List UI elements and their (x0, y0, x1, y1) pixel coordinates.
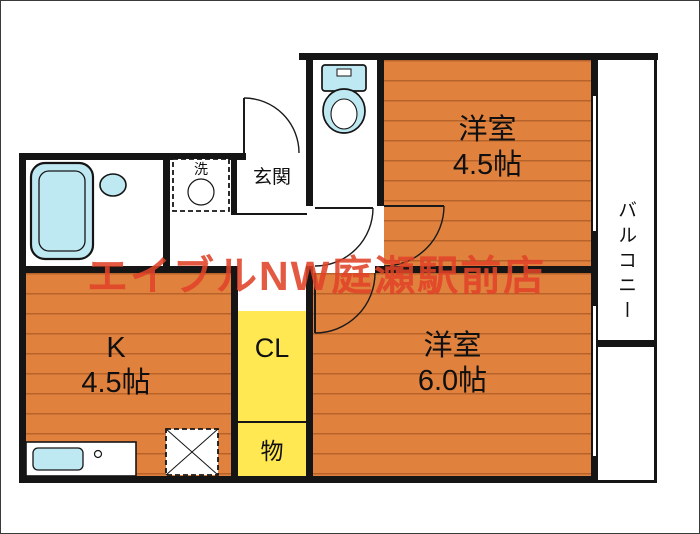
wall-bottom (19, 476, 598, 483)
wall-toilet-right (377, 53, 384, 206)
wall-left (19, 153, 26, 483)
wall-toilet-left (306, 53, 313, 206)
balcony-partition (598, 340, 656, 347)
wall-kitchen-closet (231, 266, 238, 483)
kitchen-label: K 4.5帖 (41, 331, 191, 402)
storage-area (238, 423, 306, 476)
wall-right-b (591, 231, 598, 306)
watermark-text: エイブルNW庭瀬駅前店 (87, 253, 547, 299)
wall-bath-divider (163, 153, 170, 273)
genkan-label: 玄関 (252, 167, 291, 188)
kitchen-name: K (106, 332, 126, 364)
toilet-icon (321, 64, 367, 134)
closet-storage-divider (238, 421, 306, 423)
room-western-6-0-label: 洋室 6.0帖 (356, 329, 549, 400)
balcony-label: バルコニー (615, 199, 637, 325)
wall-laundry-divider (231, 153, 237, 215)
wall-closet-left-column (306, 266, 313, 483)
genkan-step-line (237, 213, 307, 215)
room-western-6-0-name: 洋室 (423, 330, 482, 362)
laundry-label: 洗 (194, 161, 208, 177)
kitchen-size: 4.5帖 (81, 367, 151, 400)
wall-mid-right (375, 266, 591, 273)
window-room60 (591, 306, 598, 456)
wall-top-left-section (19, 153, 246, 160)
wall-top (299, 53, 658, 60)
wall-right-c (591, 456, 598, 483)
washbasin-icon (99, 173, 127, 197)
wall-mid-left (19, 266, 238, 273)
storage-label: 物 (260, 438, 284, 464)
wall-right-a (591, 53, 598, 96)
balcony-railing (654, 53, 657, 483)
balcony-bottom-line (598, 480, 657, 483)
room-western-4-5-label: 洋室 4.5帖 (391, 113, 584, 184)
bathtub-icon (29, 161, 95, 261)
window-room45 (591, 96, 598, 231)
room-western-4-5-name: 洋室 (458, 114, 517, 146)
closet-label: CL (254, 333, 290, 363)
closet-area (238, 311, 306, 421)
room-western-6-0-size: 6.0帖 (417, 365, 488, 398)
room-western-4-5-size: 4.5帖 (452, 149, 523, 182)
entrance-door-arc (243, 97, 300, 154)
